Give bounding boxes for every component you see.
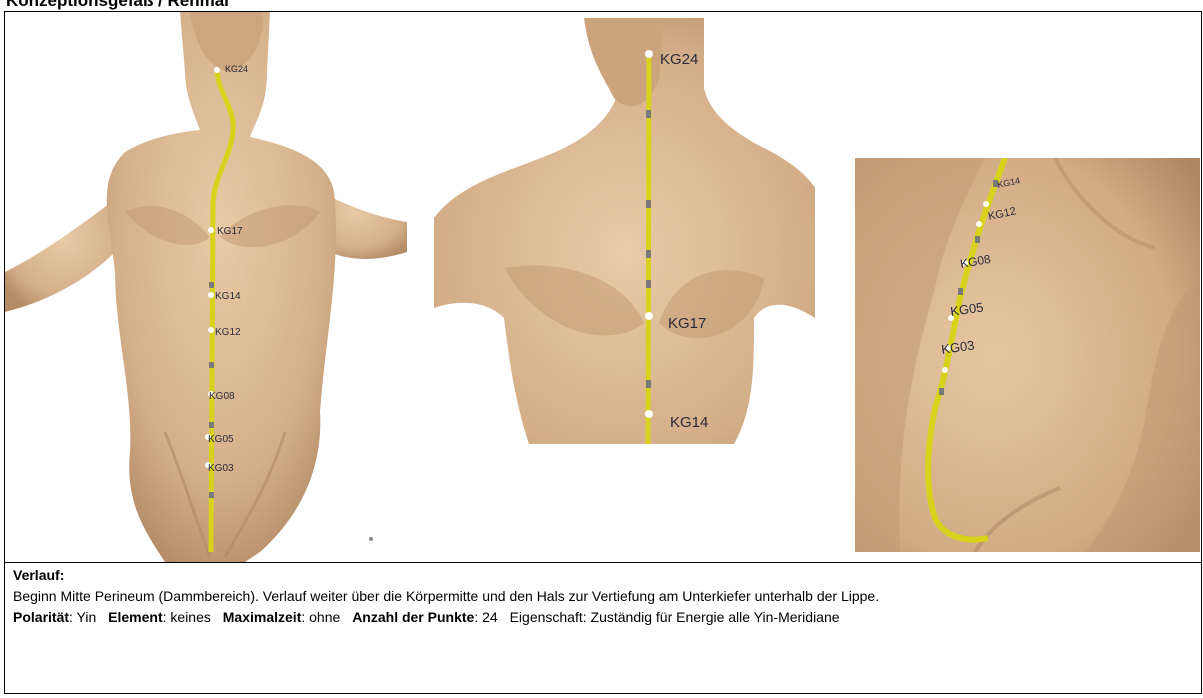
front-label-kg17: KG17	[217, 226, 243, 237]
figure-side-abdomen: KG14 KG12 KG08 KG05 KG03	[855, 158, 1200, 552]
figure-front-torso: KG24 KG17 KG14 KG12 KG08 KG05 KG03	[5, 12, 407, 562]
chest-closeup-illustration: KG24 KG17 KG14	[434, 18, 815, 444]
points-value: : 24	[474, 609, 497, 625]
points-label: Anzahl der Punkte	[352, 609, 474, 625]
front-torso-illustration: KG24 KG17 KG14 KG12 KG08 KG05 KG03	[5, 12, 407, 562]
front-label-kg05: KG05	[208, 434, 234, 445]
description-heading: Verlauf:	[13, 565, 1193, 586]
polarity-value: : Yin	[69, 609, 96, 625]
side-abdomen-illustration: KG14 KG12 KG08 KG05 KG03	[855, 158, 1200, 552]
front-label-kg24: KG24	[225, 64, 248, 74]
front-label-kg14: KG14	[215, 291, 241, 302]
element-value: : keines	[163, 609, 211, 625]
meridian-description: Verlauf: Beginn Mitte Perineum (Dammbere…	[13, 565, 1193, 628]
front-label-kg03: KG03	[208, 463, 234, 474]
mid-label-kg14: KG14	[670, 414, 708, 431]
figure-chest-closeup: KG24 KG17 KG14	[434, 18, 815, 444]
element-label: Element	[108, 609, 162, 625]
maxtime-label: Maximalzeit	[223, 609, 302, 625]
page-title: Konzeptionsgefäß / Renmai	[6, 0, 229, 11]
polarity-label: Polarität	[13, 609, 69, 625]
row-divider	[5, 562, 1201, 563]
maxtime-value: : ohne	[301, 609, 340, 625]
front-label-kg12: KG12	[215, 327, 241, 338]
description-text: Beginn Mitte Perineum (Dammbereich). Ver…	[13, 586, 1193, 607]
mid-label-kg24: KG24	[660, 51, 698, 68]
property-text: Eigenschaft: Zuständig für Energie alle …	[510, 609, 840, 625]
properties-line: Polarität: Yin Element: keines Maximalze…	[13, 607, 1193, 628]
mid-label-kg17: KG17	[668, 315, 706, 332]
front-label-kg08: KG08	[209, 391, 235, 402]
